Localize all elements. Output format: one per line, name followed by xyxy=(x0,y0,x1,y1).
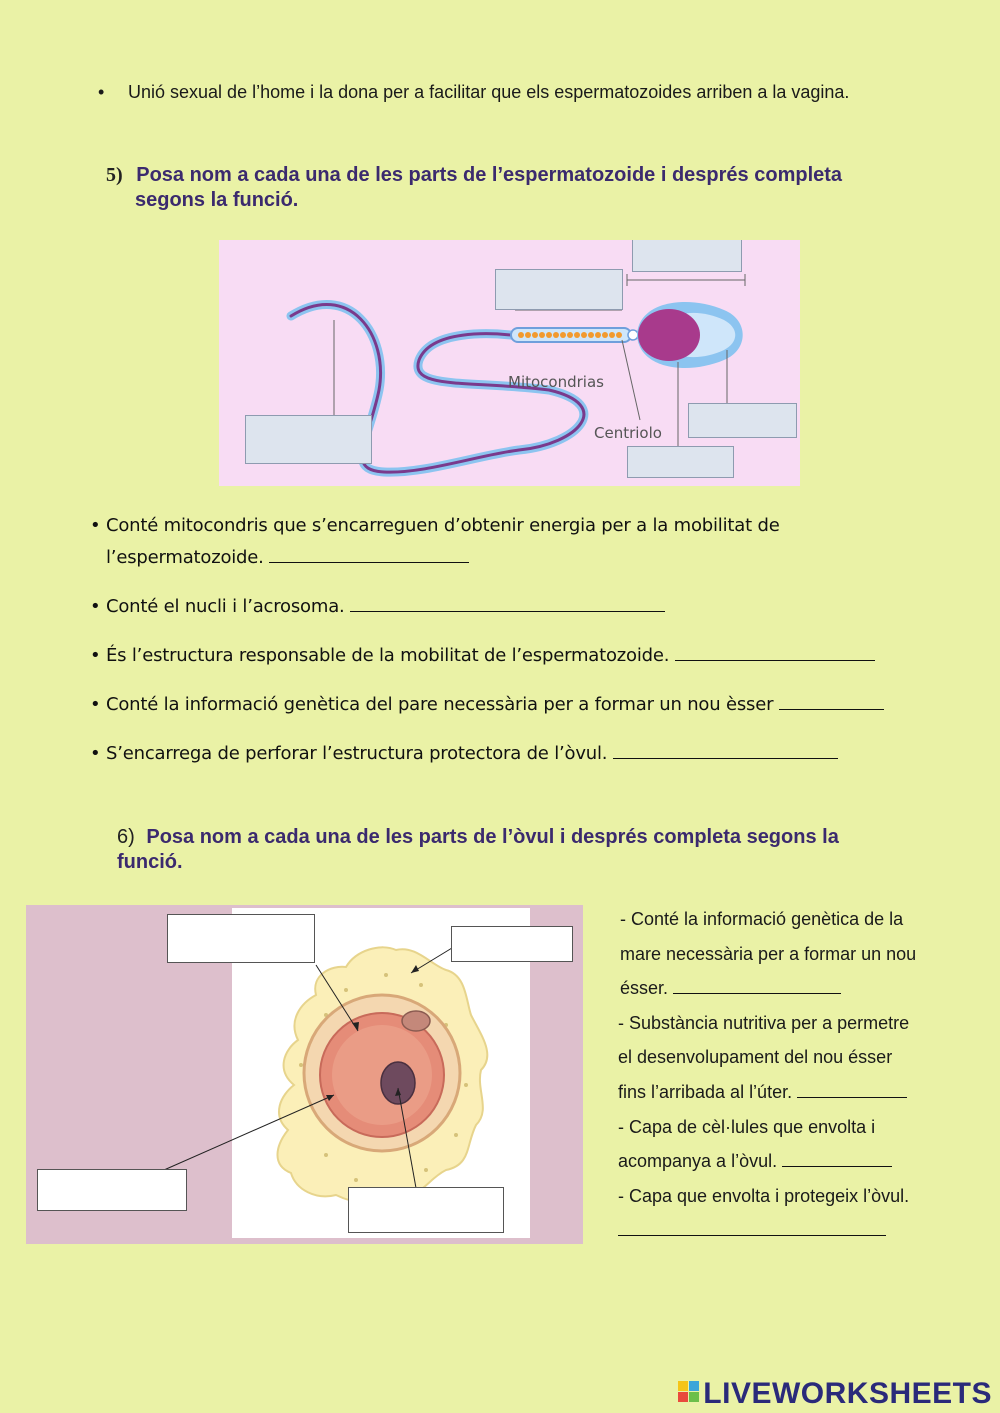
sperm-answer-box-nucleus[interactable] xyxy=(627,446,734,478)
polar-body xyxy=(401,1010,431,1032)
q6-line-2: mare necessària per a formar un nou xyxy=(620,943,917,964)
centriole-pointer xyxy=(621,339,641,421)
sperm-illustration: Mitocondrias Centriolo xyxy=(286,274,746,477)
q6-line-5: el desenvolupament del nou ésser xyxy=(618,1047,893,1068)
liveworksheets-logo: LIVEWORKSHEETS xyxy=(678,1376,992,1411)
pointer-nucleus xyxy=(397,1087,417,1189)
statement-3: • És l’estructura responsable de la mobi… xyxy=(90,640,950,672)
q6-answer-blank-3[interactable] xyxy=(782,1148,893,1168)
nucleus xyxy=(638,309,700,361)
question5-statements: • Conté mitocondris que s’encarreguen d’… xyxy=(90,510,950,787)
statement-2: • Conté el nucli i l’acrosoma. xyxy=(90,591,950,623)
pointer-cytoplasm xyxy=(315,964,359,1032)
q6-answer-blank-4[interactable] xyxy=(618,1217,886,1237)
answer-blank-2[interactable] xyxy=(350,593,666,612)
question5-title-line2: segons la funció. xyxy=(135,189,299,211)
sperm-answer-box-tail[interactable] xyxy=(245,415,372,464)
statement-5-text: S’encarrega de perforar l’estructura pro… xyxy=(106,743,608,764)
q6-answer-blank-2[interactable] xyxy=(797,1079,908,1098)
logo-text: LIVEWORKSHEETS xyxy=(703,1377,992,1411)
question6-title-line1: Posa nom a cada una de les parts de l’òv… xyxy=(146,826,839,848)
statement-1: • Conté mitocondris que s’encarreguen d’… xyxy=(90,515,780,568)
question5-title: 5) Posa nom a cada una de les parts de l… xyxy=(106,163,966,213)
question6-title-line2: funció. xyxy=(117,851,183,873)
question5-number: 5) xyxy=(106,164,123,186)
statement-4: • Conté la informació genètica del pare … xyxy=(90,689,950,721)
ovule-answer-box-cytoplasm[interactable] xyxy=(167,914,315,963)
ovule-answer-box-zona[interactable] xyxy=(37,1169,187,1211)
ovule-nucleus xyxy=(380,1061,416,1105)
statement-4-text: Conté la informació genètica del pare ne… xyxy=(106,694,774,715)
ovule-answer-box-corona[interactable] xyxy=(451,926,573,962)
label-centriolo: Centriolo xyxy=(594,424,662,442)
label-mitocondrias: Mitocondrias xyxy=(508,373,604,391)
answer-blank-1[interactable] xyxy=(269,544,470,563)
ovule-answer-box-nucleus[interactable] xyxy=(348,1187,504,1233)
answer-blank-3[interactable] xyxy=(674,642,875,661)
answer-blank-5[interactable] xyxy=(612,740,838,759)
q6-line-7: - Capa de cèl·lules que envolta i xyxy=(618,1116,876,1137)
q6-line-9: - Capa que envolta i protegeix l’òvul. xyxy=(618,1185,910,1206)
q6-answer-blank-1[interactable] xyxy=(673,975,842,995)
ovule-illustration xyxy=(163,946,489,1204)
question5-title-line1: Posa nom a cada una de les parts de l’es… xyxy=(136,164,843,186)
statement-1-text: Conté mitocondris que s’encarreguen d’ob… xyxy=(106,515,780,536)
sperm-answer-box-midpiece[interactable] xyxy=(495,269,623,310)
statement-1-text-line2: l’espermatozoide. xyxy=(106,547,264,568)
q6-line-6: fins l’arribada al l’úter. xyxy=(618,1081,793,1102)
centriole xyxy=(627,329,639,341)
mitochondria-beads xyxy=(518,332,622,338)
intro-bullet: • Unió sexual de l’home i la dona per a … xyxy=(98,75,918,110)
tail-axoneme xyxy=(289,303,586,474)
sperm-answer-box-head[interactable] xyxy=(632,240,742,272)
statement-3-text: És l’estructura responsable de la mobili… xyxy=(106,645,670,666)
answer-blank-4[interactable] xyxy=(778,691,884,710)
sperm-answer-box-acrosome[interactable] xyxy=(688,403,797,438)
liveworksheets-logo-icon xyxy=(678,1377,700,1411)
pointer-zona xyxy=(163,1094,335,1171)
intro-bullet-text: Unió sexual de l’home i la dona per a fa… xyxy=(128,82,850,102)
question6-number: 6) xyxy=(117,826,135,848)
q6-line-8: acompanya a l’òvul. xyxy=(618,1151,778,1172)
bullet-marker: • xyxy=(98,82,105,102)
statement-2-text: Conté el nucli i l’acrosoma. xyxy=(106,596,345,617)
question6-title: 6) Posa nom a cada una de les parts de l… xyxy=(117,825,967,875)
q6-line-4: - Substància nutritiva per a permetre xyxy=(618,1012,910,1033)
question6-statements: - Conté la informació genètica de la mar… xyxy=(618,902,978,1248)
q6-line-1: - Conté la informació genètica de la xyxy=(620,909,904,929)
statement-5: • S’encarrega de perforar l’estructura p… xyxy=(90,738,950,770)
q6-line-3: ésser. xyxy=(620,978,669,999)
ovule-diagram xyxy=(26,905,583,1244)
